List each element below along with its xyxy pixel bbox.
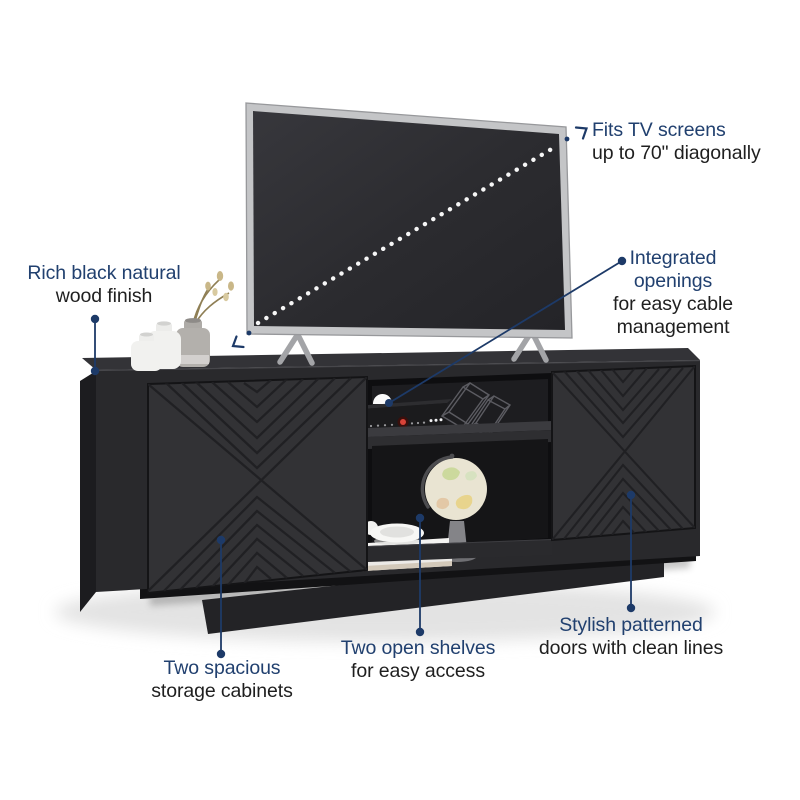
callout-line: wood finish: [55, 285, 153, 307]
callout-line: Two open shelves: [340, 637, 496, 659]
callout-open-shelves: Two open shelves for easy access: [341, 637, 496, 683]
callout-line: openings: [633, 270, 713, 292]
right-cabinet-door: [551, 364, 696, 542]
connector-wood-finish: [90, 314, 100, 376]
callout-line: Two spacious: [163, 657, 281, 679]
connector-storage-cabinets: [216, 535, 226, 659]
tv: [231, 102, 589, 366]
callout-line: Integrated: [629, 247, 717, 269]
callout-line: Stylish patterned: [559, 614, 703, 636]
left-cabinet-door: [147, 375, 368, 595]
callout-line: for easy access: [351, 660, 485, 682]
tv-screen: [253, 111, 565, 330]
callout-line: up to 70" diagonally: [592, 142, 761, 164]
tv-diagonal-dotted-line: [255, 144, 558, 326]
callout-line: doors with clean lines: [538, 637, 724, 659]
connector-open-shelves: [415, 513, 425, 637]
callout-storage-cabinets: Two spacious storage cabinets: [151, 657, 293, 703]
diagonal-arrow-icon-bottom: [231, 330, 252, 349]
callout-wood-finish: Rich black natural wood finish: [27, 262, 180, 308]
middle-shelf: [368, 421, 552, 437]
connector-patterned-doors: [626, 490, 636, 613]
callout-line: management: [616, 316, 730, 338]
callout-line: Fits TV screens: [592, 119, 726, 141]
cabinet-left-side: [80, 371, 96, 612]
small-white-vase: [131, 332, 162, 371]
callout-fits-tv: Fits TV screens up to 70" diagonally: [592, 119, 761, 165]
vases-decor: [131, 271, 234, 371]
tv-legs: [277, 331, 549, 366]
callout-connectors: [90, 256, 636, 659]
concrete-vase: [176, 318, 210, 367]
callout-line: for easy cable: [613, 293, 733, 315]
callout-cable-management: Integrated openings for easy cable manag…: [613, 247, 733, 339]
callout-line: storage cabinets: [151, 680, 293, 702]
callout-line: Rich black natural: [27, 262, 181, 284]
diagonal-arrow-icon-top: [564, 126, 589, 142]
top-front-edge-highlight: [95, 359, 701, 372]
callout-patterned-doors: Stylish patterned doors with clean lines: [539, 614, 723, 660]
plant-branches: [192, 279, 230, 325]
connector-cable-management: [385, 256, 627, 407]
open-shelves-section: [347, 373, 553, 572]
